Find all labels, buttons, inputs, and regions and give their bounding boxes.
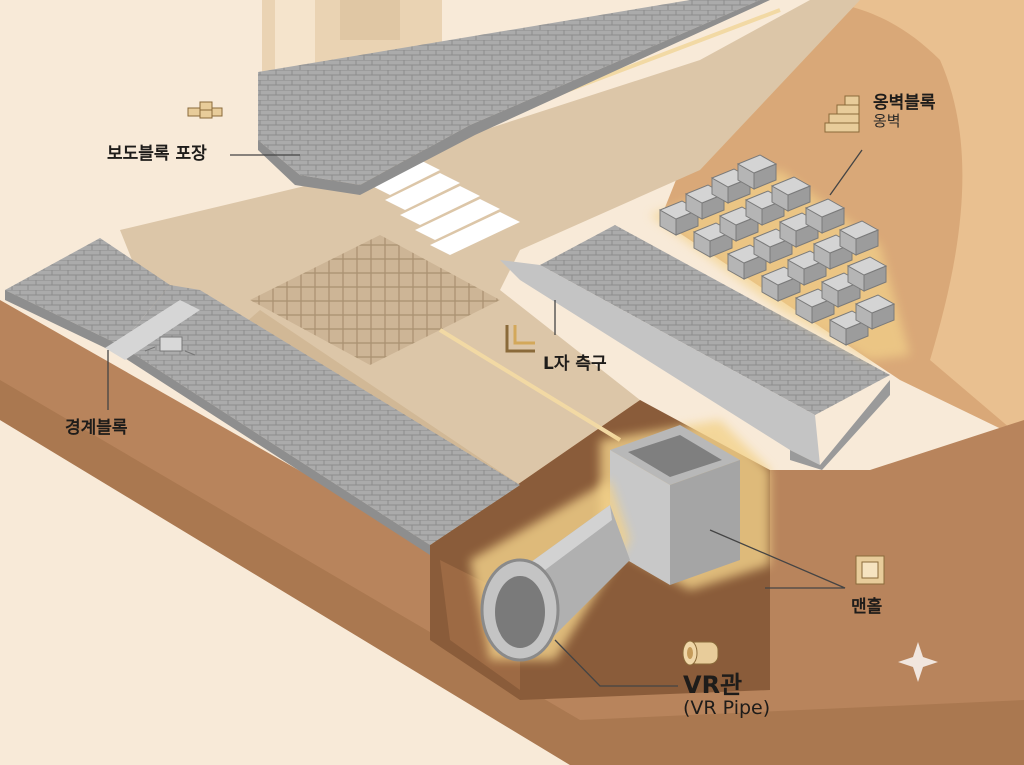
left-sidewalk [5, 238, 520, 555]
label-vr-pipe-title: VR관 [683, 671, 743, 699]
label-retaining-block-title: 옹벽블록 [873, 93, 936, 113]
retaining-wall-blocks [650, 154, 910, 360]
curb-arrow-icon [144, 336, 196, 356]
sparkle-icon [898, 642, 938, 682]
vr-pipe [470, 480, 630, 662]
paving-blocks-icon [187, 101, 223, 119]
label-curb-block: 경계블록 [65, 418, 128, 438]
label-vr-pipe: VR관 (VR Pipe) [683, 672, 770, 719]
retaining-block-top [854, 294, 896, 314]
label-l-gutter: L자 측구 [543, 354, 607, 374]
retaining-block-top [846, 256, 888, 276]
right-sidewalk [500, 225, 890, 470]
crosswalk [370, 160, 520, 255]
label-sidewalk-paving: 보도블록 포장 [107, 144, 207, 164]
l-shape-icon [505, 325, 535, 353]
manhole-square-icon [855, 555, 885, 585]
retaining-block-top [736, 154, 778, 174]
label-vr-pipe-sub: (VR Pipe) [683, 697, 771, 720]
manhole-structure [600, 420, 770, 590]
retaining-block-top [770, 176, 812, 196]
label-retaining-block-sub: 옹벽 [873, 111, 901, 130]
retaining-block-top [838, 220, 880, 240]
leader-lines [107, 149, 863, 687]
stacked-blocks-icon [824, 95, 860, 133]
textured-pavement [250, 235, 500, 365]
upper-sidewalk [258, 0, 770, 195]
pipe-icon [682, 640, 719, 666]
label-retaining-block: 옹벽블록 옹벽 [873, 94, 936, 129]
label-manhole: 맨홀 [851, 597, 883, 617]
retaining-block-top [804, 198, 846, 218]
